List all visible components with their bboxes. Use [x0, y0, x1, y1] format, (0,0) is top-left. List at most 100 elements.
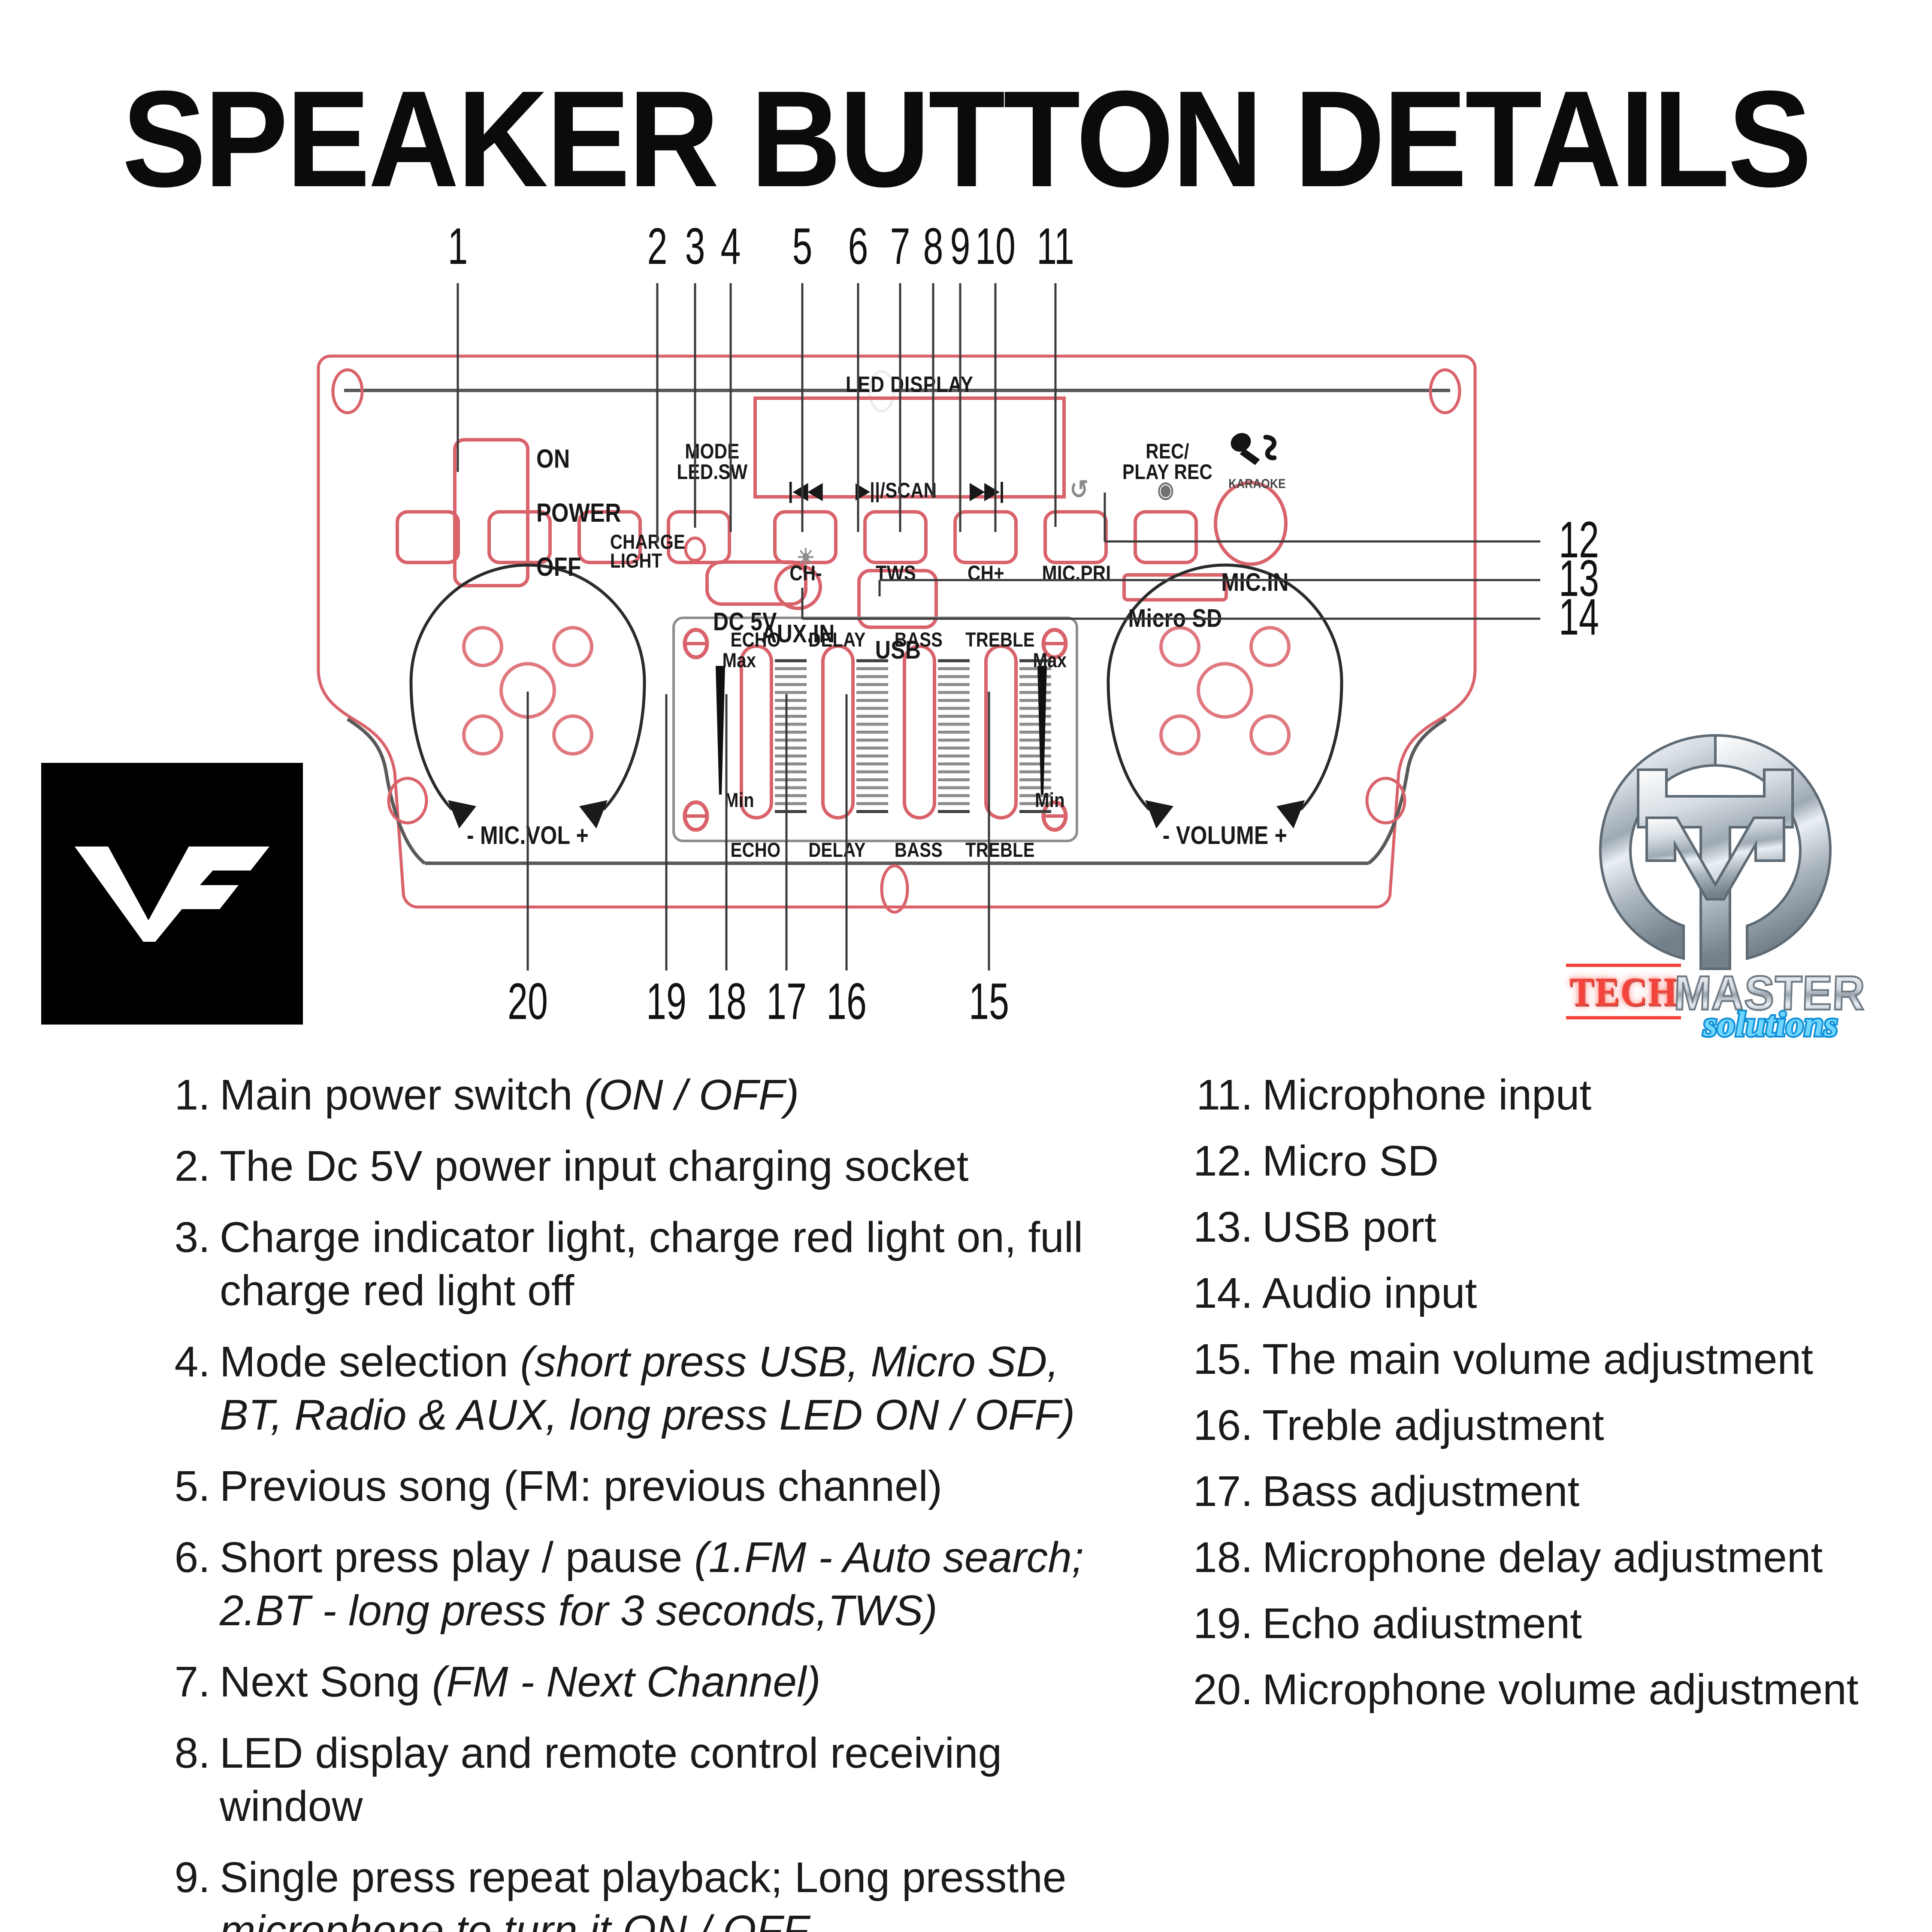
description-item: 13.USB port: [1184, 1200, 1896, 1254]
label-power: POWER: [536, 498, 621, 528]
description-item-number: 16.: [1193, 1401, 1253, 1449]
panel-vector-art: [317, 354, 1477, 914]
label-aux-in: AUX.IN: [761, 619, 835, 648]
description-item-text: Next Song (FM - Next Channel): [220, 1658, 821, 1706]
description-item-number: 11.: [1196, 1071, 1253, 1119]
prev-track-icon: |◀◀: [788, 478, 823, 503]
tech-master-solutions-logo: TECH MASTER solutions solutions: [1562, 729, 1879, 1045]
description-item-text: Mode selection (short press USB, Micro S…: [220, 1338, 1075, 1439]
description-item-text: The main volume adjustment: [1262, 1335, 1813, 1383]
callout-number: 9: [950, 218, 971, 275]
description-item: 14.Audio input: [1184, 1267, 1896, 1320]
description-item: 6.Short press play / pause (1.FM - Auto …: [154, 1531, 1090, 1637]
callout-number: 18: [706, 973, 747, 1031]
callout-number: 11: [1037, 218, 1074, 275]
callout-number: 15: [969, 973, 1009, 1031]
description-item-number: 2.: [174, 1142, 210, 1190]
logo-text-tech: TECH: [1566, 964, 1681, 1019]
description-item-number: 8.: [174, 1729, 210, 1777]
callout-number: 7: [890, 218, 910, 275]
callout-leader-lines: [457, 283, 1540, 971]
description-item: 17.Bass adjustment: [1184, 1465, 1896, 1518]
callout-number: 8: [923, 218, 943, 275]
description-item-number: 12.: [1193, 1137, 1253, 1185]
equalizer-block: [672, 617, 1078, 842]
description-item-text: Short press play / pause (1.FM - Auto se…: [220, 1533, 1084, 1635]
callout-number: 3: [685, 218, 705, 275]
callout-number: 16: [826, 973, 867, 1031]
label-eq-min-left: Min: [724, 789, 754, 812]
vf-monogram-icon: [75, 847, 269, 942]
callout-number: 4: [720, 218, 741, 275]
description-item-text: Audio input: [1262, 1269, 1477, 1317]
label-charge-light-line1: CHARGE: [610, 531, 686, 553]
callout-number: 19: [646, 973, 686, 1031]
description-item-text: Micro SD: [1262, 1137, 1439, 1185]
description-item: 12.Micro SD: [1184, 1134, 1896, 1188]
description-item-text: Single press repeat playback; Long press…: [220, 1853, 1067, 1932]
description-item: 1.Main power switch (ON / OFF): [154, 1068, 1090, 1122]
description-item: 2.The Dc 5V power input charging socket: [154, 1140, 1090, 1193]
description-item-text: Microphone delay adjustment: [1262, 1533, 1823, 1581]
description-item: 5.Previous song (FM: previous channel): [154, 1460, 1090, 1513]
description-item: 16.Treble adjustment: [1184, 1399, 1896, 1452]
label-eq-bottom: BASS: [894, 839, 943, 862]
callout-number: 20: [508, 973, 548, 1031]
label-eq-top: ECHO: [730, 629, 781, 651]
description-item-text: Bass adjustment: [1262, 1467, 1580, 1515]
description-item-number: 9.: [174, 1853, 210, 1902]
label-usb: USB: [875, 635, 921, 665]
label-volume: - VOLUME +: [1162, 821, 1288, 850]
description-item-text: Treble adjustment: [1262, 1401, 1604, 1449]
vf-brand-logo: [41, 763, 303, 1025]
label-eq-bottom: ECHO: [730, 839, 781, 862]
description-item-text: Echo adiustment: [1262, 1599, 1582, 1648]
callout-number: 2: [647, 218, 668, 275]
label-ch-minus: CH-: [789, 561, 822, 585]
description-item: 20.Microphone volume adjustment: [1184, 1663, 1896, 1716]
speaker-control-panel-diagram: ON POWER OFF CHARGE LIGHT DC 5V MODE LED…: [317, 343, 1477, 931]
label-eq-top: TREBLE: [965, 629, 1035, 651]
callout-number: 13: [1559, 550, 1599, 608]
description-item-text: Microphone volume adjustment: [1262, 1666, 1859, 1714]
description-item-text: Microphone input: [1262, 1071, 1592, 1119]
description-item-number: 6.: [174, 1533, 210, 1581]
label-power-off: OFF: [536, 552, 581, 582]
label-karaoke: KARAOKE: [1228, 476, 1286, 491]
label-rec-line2: PLAY REC: [1122, 460, 1213, 484]
description-item-number: 5.: [174, 1462, 210, 1510]
description-item-number: 14.: [1193, 1269, 1253, 1317]
brightness-icon: ☀: [796, 544, 815, 571]
description-item-text: Previous song (FM: previous channel): [220, 1462, 943, 1510]
label-eq-max-right: Max: [1033, 649, 1067, 672]
description-item: 7.Next Song (FM - Next Channel): [154, 1655, 1090, 1708]
label-eq-max-left: Max: [722, 649, 756, 672]
next-track-icon: ▶▶|: [970, 478, 1005, 503]
repeat-icon: ↺: [1070, 475, 1088, 505]
callout-number: 17: [766, 973, 807, 1031]
callout-number: 14: [1559, 588, 1599, 646]
logo-text-solutions-outline: solutions: [1702, 1003, 1839, 1045]
description-item: 4.Mode selection (short press USB, Micro…: [154, 1335, 1090, 1442]
description-item-number: 4.: [174, 1338, 210, 1386]
description-item-text: USB port: [1262, 1203, 1436, 1251]
label-dc5v: DC 5V: [713, 607, 777, 636]
label-power-on: ON: [536, 444, 570, 474]
description-item-text: Main power switch (ON / OFF): [220, 1071, 799, 1119]
description-item-number: 3.: [174, 1213, 210, 1261]
description-item-text: Charge indicator light, charge red light…: [220, 1213, 1083, 1315]
label-rec-line1: REC/: [1146, 439, 1189, 463]
callout-number: 12: [1559, 511, 1599, 569]
description-item-text: LED display and remote control receiving…: [220, 1729, 1002, 1830]
description-item: 19.Echo adiustment: [1184, 1597, 1896, 1650]
label-led-sw: LED.SW: [677, 460, 748, 484]
karaoke-mic-icon: [1226, 431, 1282, 478]
description-item-number: 15.: [1193, 1335, 1253, 1383]
description-item-number: 19.: [1193, 1599, 1253, 1648]
label-mic-in: MIC.IN: [1221, 568, 1289, 597]
label-charge-light-line2: LIGHT: [610, 550, 662, 572]
page-title: SPEAKER BUTTON DETAILS: [122, 62, 1812, 216]
description-item: 15.The main volume adjustment: [1184, 1333, 1896, 1386]
